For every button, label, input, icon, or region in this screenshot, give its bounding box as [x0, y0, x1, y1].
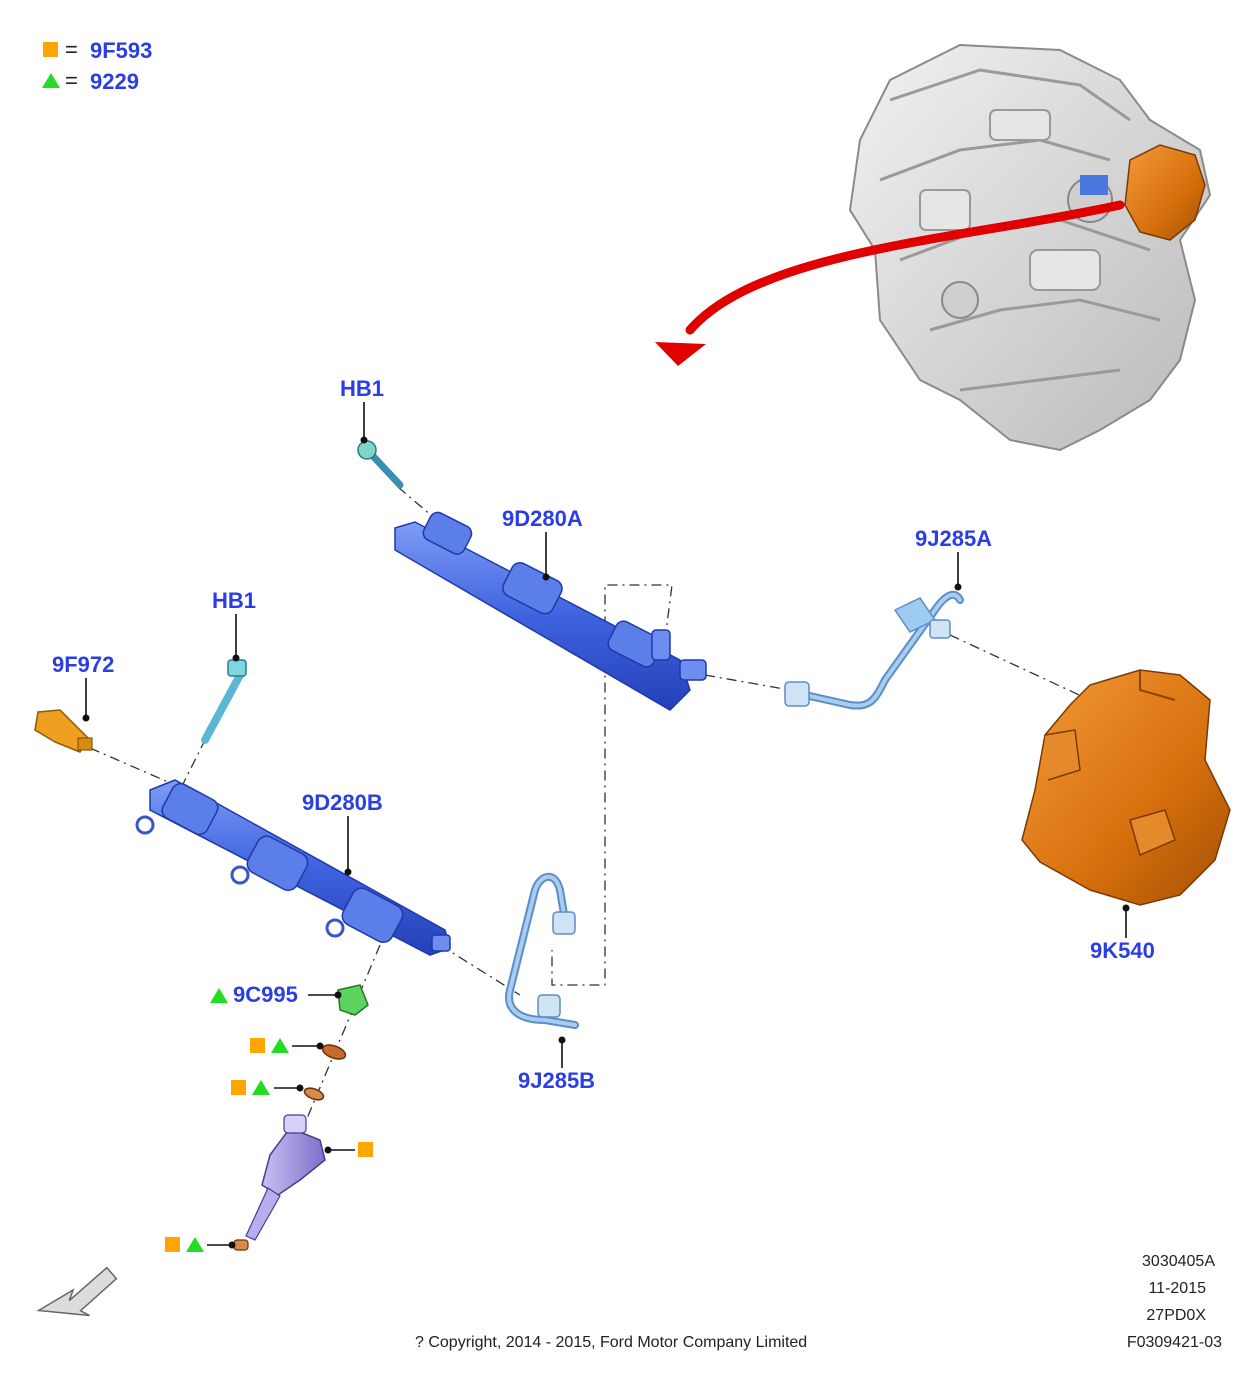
callout-pipe-a: 9J285A [915, 526, 992, 591]
fuel-rail-b [135, 779, 451, 956]
triangle-marker-icon [42, 73, 60, 88]
square-marker-icon [358, 1142, 373, 1157]
pipe-a [784, 590, 964, 710]
label-9j285b: 9J285B [518, 1068, 595, 1093]
label-9c995: 9C995 [233, 982, 298, 1007]
triangle-marker-icon [271, 1038, 289, 1053]
figure-number: F0309421-03 [1127, 1334, 1222, 1351]
label-9f972: 9F972 [52, 652, 114, 677]
pressure-sensor-9f972 [34, 709, 93, 753]
reference-number: 3030405A [1142, 1253, 1215, 1270]
legend-square-code: 9F593 [90, 38, 152, 63]
triangle-marker-icon [210, 988, 228, 1003]
square-marker-icon [250, 1038, 265, 1053]
callout-sensor: 9F972 [52, 652, 114, 722]
label-9d280b: 9D280B [302, 790, 383, 815]
label-9j285a: 9J285A [915, 526, 992, 551]
pipe-b [505, 872, 579, 1029]
label-9k540: 9K540 [1090, 938, 1155, 963]
seal-ring-upper [321, 1044, 347, 1060]
bolt-hb1-top [357, 440, 404, 489]
callout-rail-b: 9D280B [302, 790, 383, 876]
triangle-marker-icon [252, 1080, 270, 1095]
front-direction-arrow-icon [36, 1266, 118, 1317]
callout-seal-tip [165, 1237, 236, 1252]
copyright-text: ? Copyright, 2014 - 2015, Ford Motor Com… [415, 1334, 807, 1351]
square-marker-icon [165, 1237, 180, 1252]
engine-cover-9k540 [1021, 669, 1231, 906]
callout-pipe-b: 9J285B [518, 1036, 595, 1093]
callout-seal-middle [231, 1080, 304, 1095]
label-hb1-left: HB1 [212, 588, 256, 613]
bolt-hb1-left [201, 659, 247, 744]
callout-seal-upper [250, 1038, 324, 1053]
seal-ring-middle [303, 1087, 325, 1101]
callout-cover: 9K540 [1090, 904, 1155, 963]
callout-hb1-left: HB1 [212, 588, 256, 662]
square-marker-icon [231, 1080, 246, 1095]
triangle-marker-icon [186, 1237, 204, 1252]
legend-equals-1: = [65, 37, 78, 62]
model-code: 27PD0X [1146, 1307, 1206, 1324]
callout-clip: 9C995 [210, 982, 342, 1007]
label-9d280a: 9D280A [502, 506, 583, 531]
callout-injector [324, 1142, 373, 1157]
seal-ring-tip [233, 1239, 249, 1251]
callout-hb1-top: HB1 [340, 376, 384, 444]
injector-clip-9c995 [337, 984, 369, 1016]
issue-date: 11-2015 [1148, 1280, 1206, 1297]
legend-triangle-code: 9229 [90, 69, 139, 94]
fuel-rail-a [394, 511, 707, 711]
red-curved-arrow-icon [655, 200, 1125, 366]
fuel-injector [245, 1114, 326, 1241]
label-hb1-top: HB1 [340, 376, 384, 401]
legend-equals-2: = [65, 68, 78, 93]
square-marker-icon [43, 42, 58, 57]
legend: = 9F593 = 9229 [42, 37, 152, 94]
callout-rail-a: 9D280A [502, 506, 583, 581]
